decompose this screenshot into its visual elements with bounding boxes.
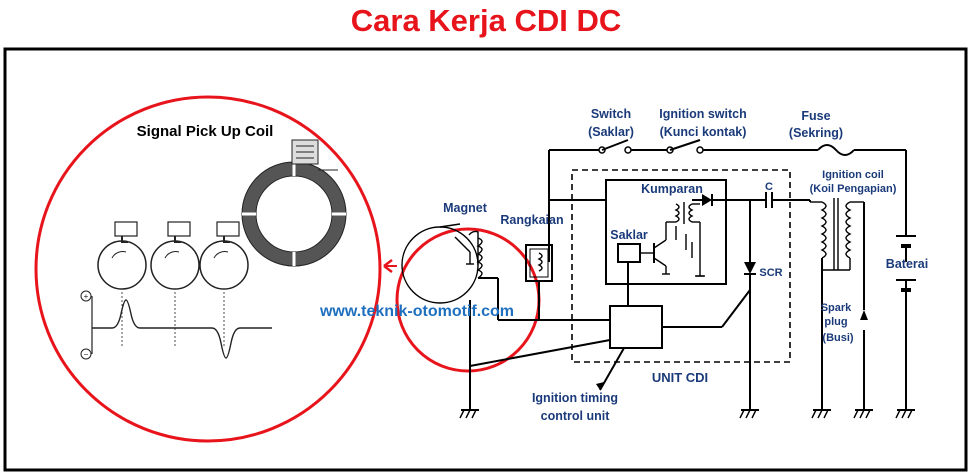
ignition-coil-sub-label: (Koil Pengapian) — [810, 183, 897, 195]
diagram-frame — [3, 47, 968, 472]
plug-label: plug — [824, 316, 847, 328]
spark-label: Spark — [821, 302, 852, 314]
magnet-generator — [401, 223, 483, 304]
zoom-circle — [34, 95, 382, 443]
switch-label: Switch — [591, 107, 631, 121]
busi-label: (Busi) — [822, 332, 854, 344]
pickup-coil-label: Signal Pick Up Coil — [137, 123, 274, 140]
ground-symbols — [459, 275, 915, 419]
website-watermark: www.teknik-otomotif.com — [319, 303, 514, 320]
svg-text:+: + — [84, 292, 89, 301]
unit-cdi-label: UNIT CDI — [652, 370, 708, 385]
fuse-label: Fuse — [801, 109, 830, 123]
zoom-arrow — [383, 259, 397, 273]
scr-label: SCR — [759, 267, 782, 279]
fuse-sub-label: (Sekring) — [789, 126, 843, 140]
rotor-sequence — [97, 221, 249, 290]
capacitor-label: C — [765, 181, 773, 193]
unit-cdi-box — [571, 169, 791, 363]
page-title: Cara Kerja CDI DC — [350, 3, 622, 38]
baterai-label: Baterai — [886, 257, 928, 271]
signal-waveform: + − — [80, 290, 272, 360]
rotor-ring — [241, 139, 347, 267]
magnet-label: Magnet — [443, 201, 488, 215]
kumparan-label: Kumparan — [641, 182, 703, 196]
pickup-coil-zoom: Signal Pick Up Coil — [34, 95, 382, 443]
svg-text:−: − — [84, 350, 89, 359]
timing-label-2: control unit — [541, 409, 611, 423]
wiring — [469, 139, 916, 410]
saklar-label: Saklar — [610, 228, 648, 242]
ignition-switch-label: Ignition switch — [659, 107, 747, 121]
rangkaian-label: Rangkaian — [500, 213, 563, 227]
ignition-switch-sub-label: (Kunci kontak) — [660, 125, 747, 139]
ignition-coil-label: Ignition coil — [822, 169, 884, 181]
timing-control-unit — [609, 305, 663, 349]
switch-sub-label: (Saklar) — [588, 125, 634, 139]
timing-label-1: Ignition timing — [532, 391, 618, 405]
saklar-box — [617, 243, 641, 263]
